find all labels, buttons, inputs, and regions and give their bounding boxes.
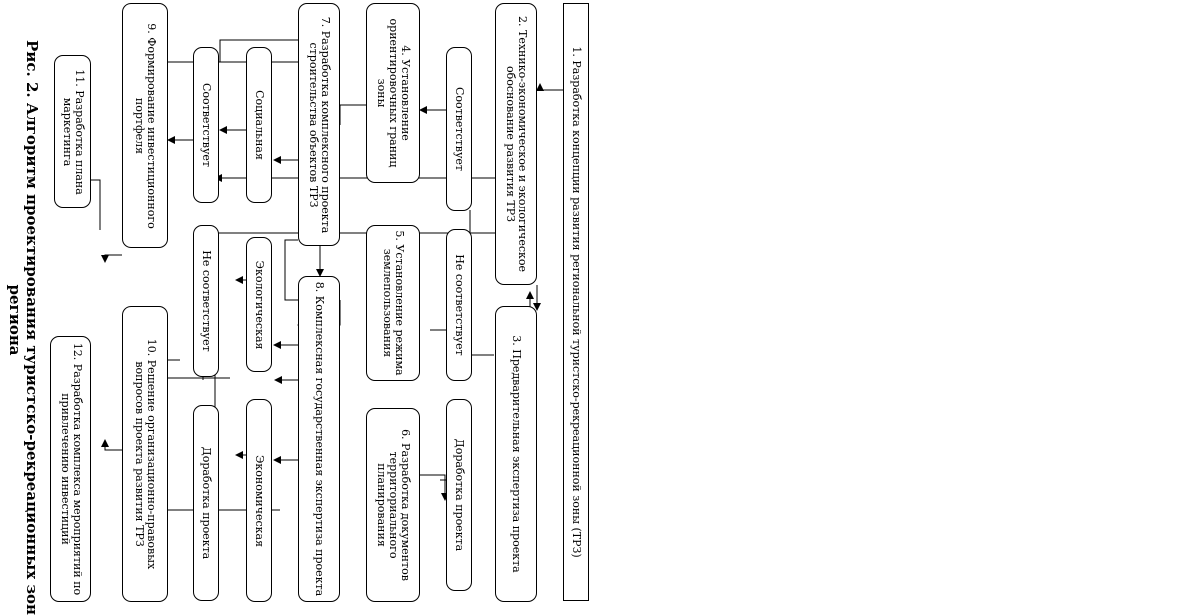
step-6-box: 6. Разработка документов территориальног… [366,408,420,602]
step-10-text: 10. Решение организационно-правовых вопр… [133,338,158,570]
criterion-ecological: Экологическая [246,237,272,372]
criterion-social-text: Социальная [253,90,266,160]
step-10-box: 10. Решение организационно-правовых вопр… [122,306,168,602]
criterion-economic: Экономическая [246,399,272,602]
figure-caption-line1: Рис. 2. Алгоритм проектирования туристск… [23,40,41,615]
decision-corresponds-1: Соответствует [446,47,472,211]
figure-caption-line2: региона [6,284,24,356]
figure-caption: Рис. 2. Алгоритм проектирования туристск… [2,40,44,615]
step-1-text: 1. Разработка концепции развития региона… [570,46,583,558]
step-11-text: 11. Разработка плана маркетинга [60,68,86,195]
arrow-10-to-12 [101,439,122,451]
step-3-box: 3. Предварительная экспертиза проекта [495,306,537,602]
decision-rework-1: Доработка проекта [446,399,472,591]
criterion-social: Социальная [246,47,272,203]
feedback-line-6 [420,474,449,501]
decision-corresponds-2-text: Соответствует [200,82,213,168]
step-7-text: 7. Разработка комплексного проекта строи… [307,16,332,233]
step-4-text: 4. Установление ориентировочных границ з… [375,18,412,168]
criterion-ecological-text: Экологическая [253,260,266,349]
decision-not-corresponds-2: Не соответствует [193,225,219,377]
step-2-box: 2. Технико-экономическое и экологическое… [495,3,537,285]
step-2-text: 2. Технико-экономическое и экологическое… [504,15,529,272]
step-8-box: 8. Комплексная государственная экспертиз… [298,276,340,602]
step-9-text: 9. Формирование инвестиционного портфеля [133,22,158,229]
step-7-box: 7. Разработка комплексного проекта строи… [298,3,340,246]
decision-not-corresponds-2-text: Не соответствует [200,250,213,352]
arrow-1-to-2 [536,83,563,91]
decision-rework-1-text: Доработка проекта [453,438,466,552]
step-3-text: 3. Предварительная экспертиза проекта [510,335,523,573]
step-5-text: 5. Установление режима землепользования [381,230,406,376]
decision-rework-2: Доработка проекта [193,405,219,601]
criterion-economic-text: Экономическая [253,454,266,547]
decision-corresponds-2: Соответствует [193,47,219,203]
step-12-text: 12. Разработка комплекса мероприятий по … [58,342,84,596]
step-11-box: 11. Разработка плана маркетинга [54,55,91,208]
arrow-3-to-corresponds [469,210,494,356]
arrow-4-to-7 [339,104,366,125]
arrow-9-to-11 [101,254,122,263]
step-4-box: 4. Установление ориентировочных границ з… [366,3,420,183]
step-6-text: 6. Разработка документов территориальног… [375,429,412,581]
decision-not-corresponds-1-text: Не соответствует [453,254,466,356]
step-9-box: 9. Формирование инвестиционного портфеля [122,3,168,248]
arrow-11-to-12 [91,179,101,230]
arrow-8-feedback [284,239,298,301]
feedback-line-7 [219,39,298,62]
decision-rework-2-text: Доработка проекта [200,446,213,560]
decision-corresponds-1-text: Соответствует [453,86,466,172]
step-5-box: 5. Установление режима землепользования [366,225,420,381]
step-12-box: 12. Разработка комплекса мероприятий по … [50,336,91,602]
step-8-text: 8. Комплексная государственная экспертиз… [313,281,326,597]
decision-not-corresponds-1: Не соответствует [446,229,472,381]
step-1-box: 1. Разработка концепции развития региона… [563,3,589,601]
